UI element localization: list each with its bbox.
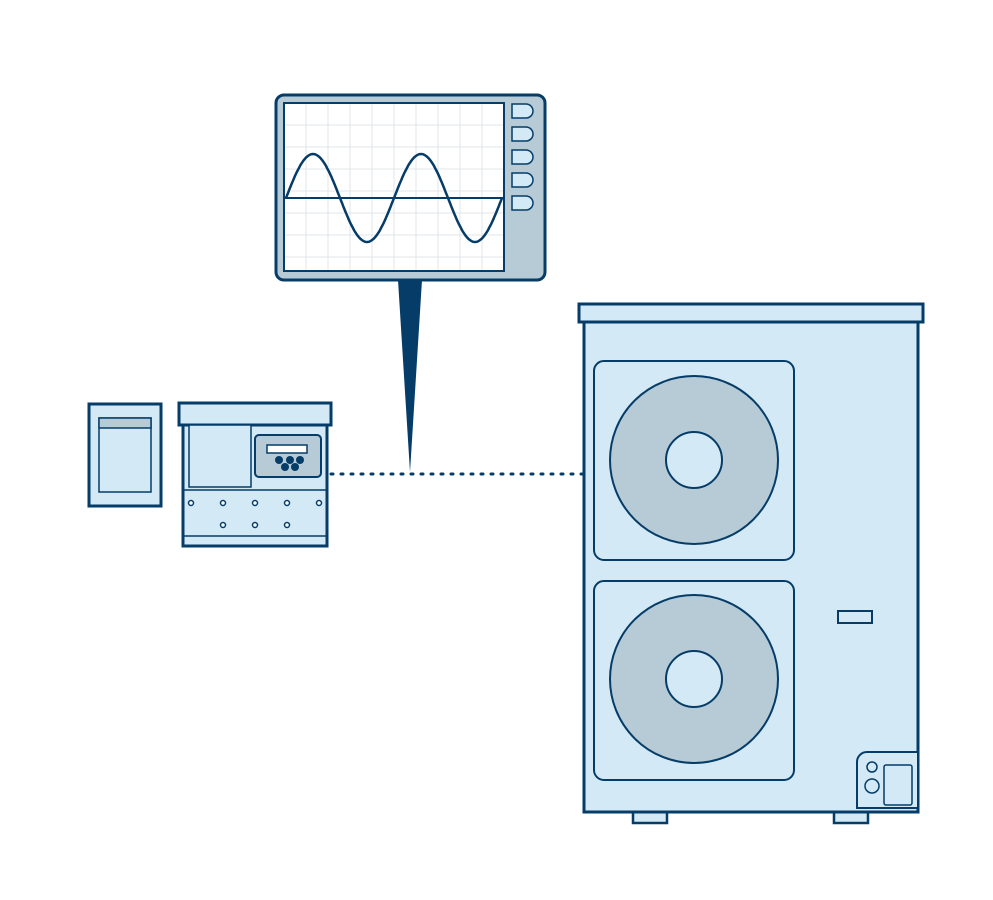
terminal-dot bbox=[219, 521, 227, 529]
control-unit-panel bbox=[188, 424, 252, 488]
terminal-dot bbox=[283, 521, 291, 529]
controller-button[interactable] bbox=[281, 463, 289, 471]
terminal-dot bbox=[251, 499, 259, 507]
outdoor-heat-pump bbox=[577, 302, 925, 825]
terminal-dot bbox=[219, 499, 227, 507]
control-unit-top-cap bbox=[177, 401, 333, 427]
control-unit-controller bbox=[254, 434, 322, 478]
monitor-buttons bbox=[511, 103, 534, 211]
terminal-dots bbox=[187, 499, 323, 529]
fan-hub-upper bbox=[665, 431, 723, 489]
monitor-pointer bbox=[398, 280, 422, 472]
wall-thermostat bbox=[87, 402, 163, 508]
monitor-button-5[interactable] bbox=[511, 195, 534, 211]
fan-hub-lower bbox=[665, 650, 723, 708]
terminal-dot bbox=[187, 499, 195, 507]
service-port-top bbox=[866, 761, 878, 773]
signal-monitor bbox=[274, 93, 547, 282]
controller-button[interactable] bbox=[286, 456, 294, 464]
thermostat-face bbox=[98, 417, 152, 493]
monitor-button-1[interactable] bbox=[511, 103, 534, 119]
terminal-dot bbox=[283, 499, 291, 507]
controller-button[interactable] bbox=[275, 456, 283, 464]
controller-button[interactable] bbox=[291, 463, 299, 471]
service-port-cover bbox=[883, 764, 913, 806]
indoor-control-unit bbox=[177, 401, 333, 548]
service-port-bottom bbox=[864, 778, 880, 794]
thermostat-display bbox=[98, 417, 152, 429]
controller-display bbox=[266, 444, 308, 454]
monitor-button-4[interactable] bbox=[511, 172, 534, 188]
terminal-dot bbox=[251, 521, 259, 529]
monitor-button-2[interactable] bbox=[511, 126, 534, 142]
heat-pump-top-cover bbox=[577, 302, 925, 324]
sine-wave-icon bbox=[284, 152, 504, 244]
terminal-dot bbox=[315, 499, 323, 507]
controller-buttons bbox=[275, 456, 304, 471]
monitor-button-3[interactable] bbox=[511, 149, 534, 165]
controller-button[interactable] bbox=[296, 456, 304, 464]
heat-pump-handle-slot bbox=[837, 610, 873, 624]
